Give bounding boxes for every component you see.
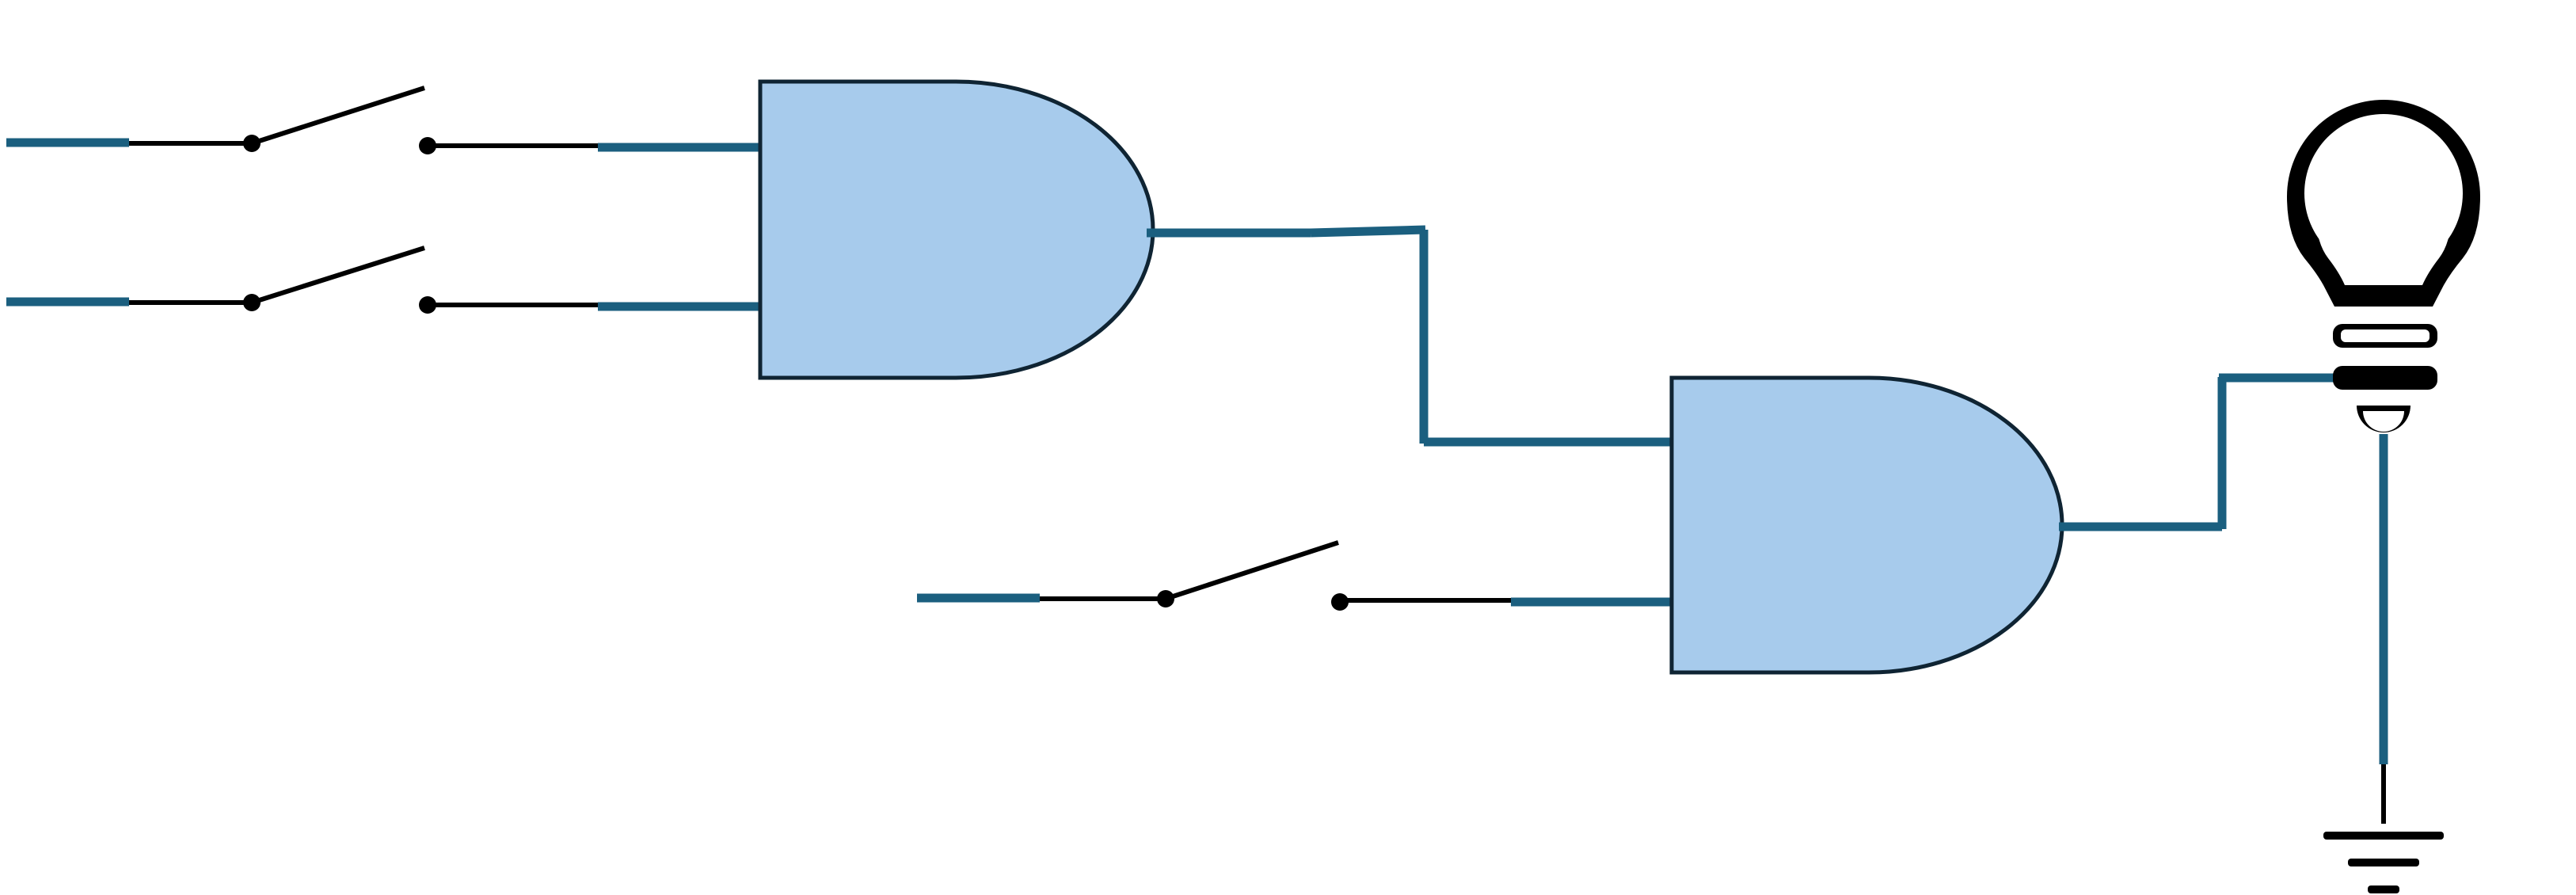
light-bulb-icon xyxy=(2287,100,2480,432)
and-gate-2[interactable] xyxy=(1669,375,2064,675)
switch-2-blade[interactable] xyxy=(251,246,425,305)
wire-gate2-to-lamp xyxy=(2059,373,2336,531)
bulb-tip-inner xyxy=(2363,411,2404,432)
and-gate-1[interactable] xyxy=(758,79,1155,380)
switch-2[interactable] xyxy=(6,246,760,314)
wire-gate1-to-gate2 xyxy=(1147,225,1671,447)
bulb-base-ring-2 xyxy=(2333,366,2437,390)
bulb-base-inner-1 xyxy=(2341,329,2430,342)
switch-1[interactable] xyxy=(6,86,760,154)
ground-icon xyxy=(2323,832,2444,893)
switch-3-blade[interactable] xyxy=(1165,540,1339,601)
bulb-neck xyxy=(2316,217,2451,285)
switch-3[interactable] xyxy=(917,540,1671,611)
switch-1-blade[interactable] xyxy=(251,86,425,146)
